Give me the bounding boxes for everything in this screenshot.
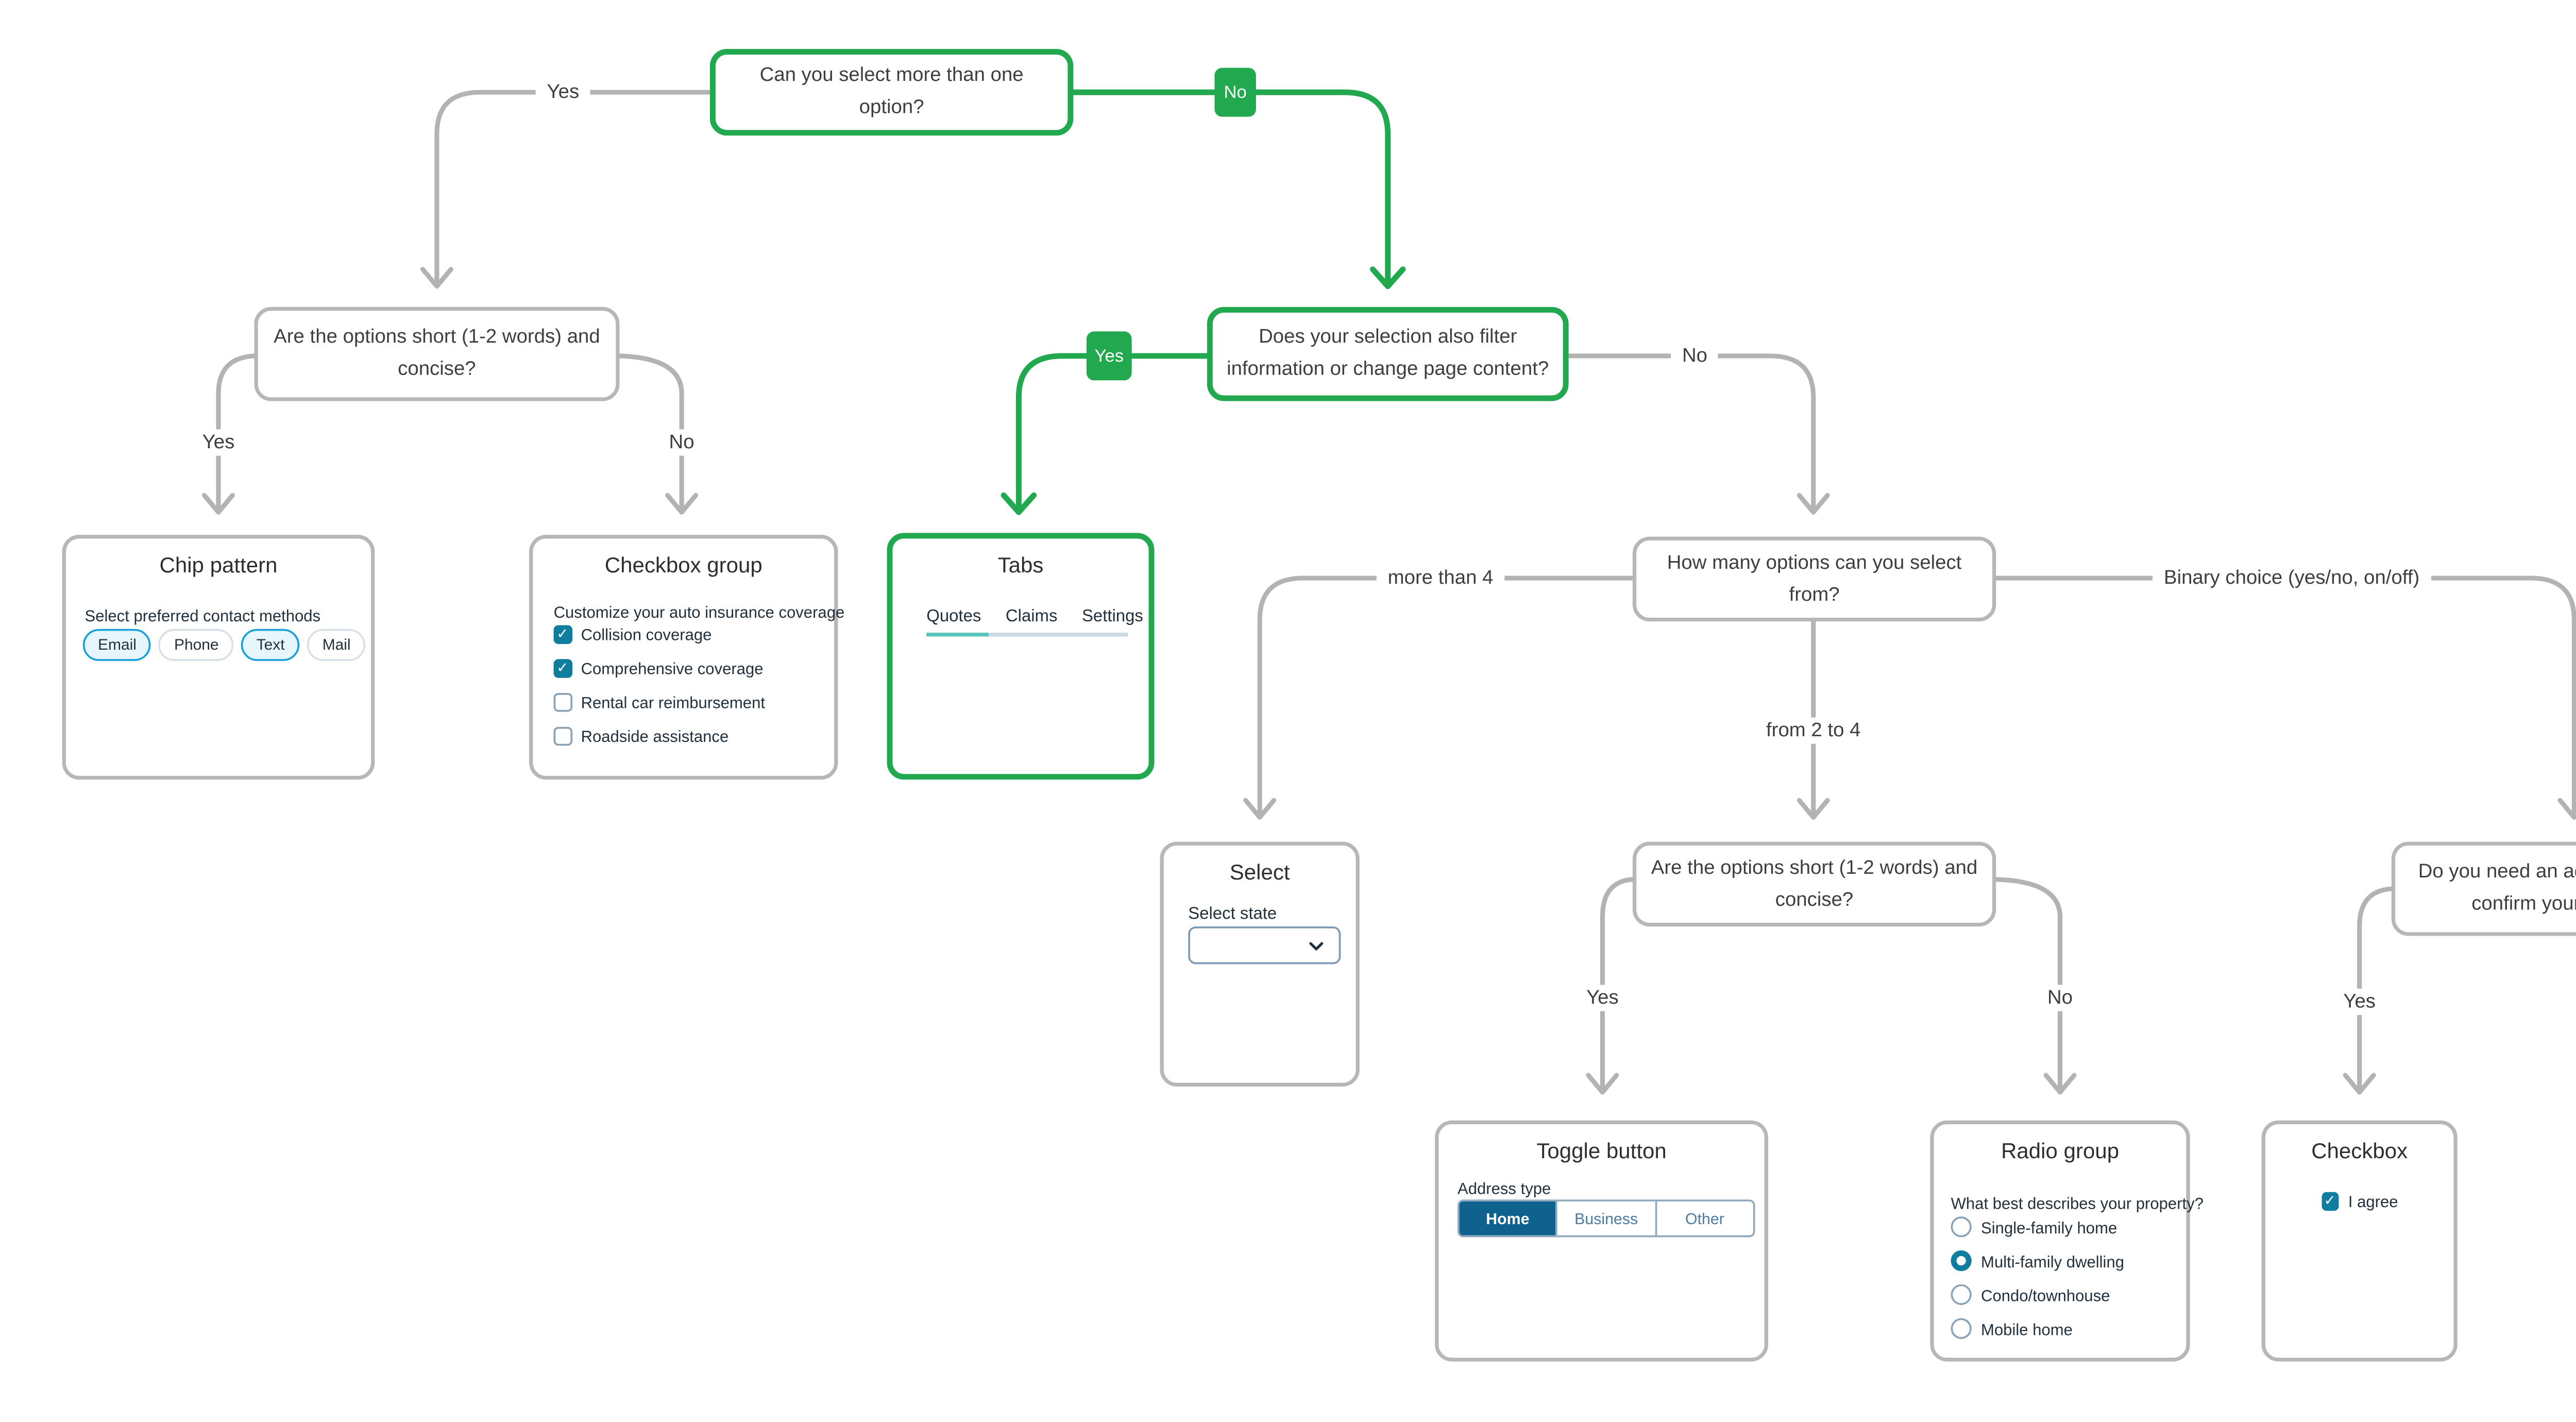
radio-selected-icon <box>1951 1250 1972 1272</box>
radio-unselected-icon <box>1951 1318 1972 1339</box>
card-title: Checkbox group <box>604 555 762 579</box>
tab-settings[interactable]: Settings <box>1081 606 1143 625</box>
checkbox-unchecked-icon <box>553 727 572 746</box>
checkbox-checked-icon: ✓ <box>553 659 572 678</box>
edge-label-no: No <box>657 429 706 456</box>
chip-email[interactable]: Email <box>82 629 152 661</box>
checkbox-unchecked-icon <box>553 693 572 712</box>
edge-top-no-selected <box>1070 89 1391 290</box>
checkbox-checked-icon: ✓ <box>553 625 572 644</box>
arrowhead-green <box>1370 266 1406 290</box>
chevron-down-icon <box>1309 942 1324 951</box>
edge-confirm-yes <box>2357 886 2394 1095</box>
tabs-divider <box>926 633 1128 636</box>
checkbox-collision[interactable]: ✓ Collision coverage <box>553 625 765 644</box>
arrowhead <box>1586 1073 1619 1095</box>
toggle-other[interactable]: Other <box>1654 1201 1753 1235</box>
checkbox-comprehensive[interactable]: ✓ Comprehensive coverage <box>553 659 765 678</box>
question-filter-content: Does your selection also filter informat… <box>1207 307 1569 401</box>
edge-label-no: No <box>2036 985 2084 1011</box>
edge-left-yes <box>216 353 257 515</box>
question-how-many: How many options can you select from? <box>1632 536 1996 622</box>
chip-group-label: Select preferred contact methods <box>84 606 321 625</box>
card-title: Chip pattern <box>159 555 278 579</box>
edge-label-yes: Yes <box>1575 985 1630 1011</box>
checkbox-checked-icon: ✓ <box>2320 1192 2339 1211</box>
edge-label-yes: Yes <box>191 429 246 456</box>
edge-more-than-4 <box>1257 575 1635 820</box>
question-confirm-action: Do you need an additional action to conf… <box>2391 841 2576 936</box>
edge-binary-choice <box>1993 575 2576 820</box>
toggle-group-label: Address type <box>1457 1179 1551 1198</box>
arrowhead <box>1797 798 1830 820</box>
checkbox-roadside[interactable]: Roadside assistance <box>553 727 765 746</box>
card-title: Radio group <box>2001 1141 2120 1164</box>
card-title: Checkbox <box>2311 1141 2408 1164</box>
tab-claims[interactable]: Claims <box>1005 606 1058 625</box>
card-checkbox: Checkbox ✓ I agree <box>2261 1120 2458 1362</box>
arrowhead <box>2557 798 2576 820</box>
card-title: Toggle button <box>1536 1141 1667 1164</box>
card-title: Tabs <box>997 555 1044 579</box>
toggle-business[interactable]: Business <box>1556 1201 1655 1235</box>
card-radio-group: Radio group What best describes your pro… <box>1930 1120 2204 1362</box>
toggle-button-group: Home Business Other <box>1457 1199 1755 1238</box>
question-short-options-mid: Are the options short (1-2 words) and co… <box>1632 841 1996 927</box>
badge-no-selected: No <box>1214 67 1256 117</box>
edge-mid-no <box>1993 877 2063 1095</box>
card-select: Select Select state <box>1160 841 1360 1087</box>
radio-single-family[interactable]: Single-family home <box>1951 1216 2124 1238</box>
arrowhead <box>420 267 453 289</box>
edge-filter-yes-selected <box>1015 353 1210 515</box>
card-tabs: Tabs Quotes Claims Settings <box>887 533 1155 780</box>
radio-mobile-home[interactable]: Mobile home <box>1951 1318 2124 1339</box>
edge-left-no <box>617 353 684 515</box>
arrowhead <box>2043 1073 2077 1095</box>
arrowhead-green <box>1001 492 1037 515</box>
card-chip-pattern: Chip pattern Select preferred contact me… <box>62 535 375 780</box>
radio-group-label: What best describes your property? <box>1951 1194 2204 1213</box>
tab-quotes[interactable]: Quotes <box>926 606 981 625</box>
card-checkbox-group: Checkbox group Customize your auto insur… <box>529 535 844 780</box>
tab-active-indicator <box>926 632 989 637</box>
chip-phone[interactable]: Phone <box>159 629 234 661</box>
badge-yes-selected: Yes <box>1086 331 1132 381</box>
arrowhead <box>2343 1073 2376 1095</box>
radio-condo[interactable]: Condo/townhouse <box>1951 1284 2124 1305</box>
card-toggle-button: Toggle button Address type Home Business… <box>1435 1120 1769 1362</box>
edge-filter-no <box>1566 353 1816 515</box>
select-label: Select state <box>1188 904 1277 923</box>
select-input[interactable] <box>1188 926 1341 964</box>
edge-label-from-2-to-4: from 2 to 4 <box>1755 717 1872 744</box>
edge-label-no: No <box>1671 343 1719 369</box>
radio-multi-family[interactable]: Multi-family dwelling <box>1951 1250 2124 1272</box>
edge-label-yes: Yes <box>2332 988 2387 1015</box>
arrowhead <box>665 493 699 515</box>
edge-mid-yes <box>1600 877 1635 1095</box>
arrowhead <box>1243 798 1277 820</box>
question-multi-select: Can you select more than one option? <box>709 49 1074 136</box>
radio-unselected-icon <box>1951 1216 1972 1238</box>
radio-unselected-icon <box>1951 1284 1972 1305</box>
edge-label-more-than-4: more than 4 <box>1376 565 1505 591</box>
arrowhead <box>201 493 235 515</box>
edge-label-binary-choice: Binary choice (yes/no, on/off) <box>2153 565 2431 591</box>
arrowhead <box>1797 493 1830 515</box>
chip-mail[interactable]: Mail <box>307 629 366 661</box>
chip-text[interactable]: Text <box>241 629 300 661</box>
checkbox-i-agree[interactable]: ✓ I agree <box>2265 1192 2454 1211</box>
question-short-options-left: Are the options short (1-2 words) and co… <box>254 307 620 401</box>
toggle-home[interactable]: Home <box>1459 1201 1556 1235</box>
card-title: Select <box>1229 862 1290 885</box>
edge-top-yes <box>434 90 713 289</box>
checkbox-group-label: Customize your auto insurance coverage <box>553 602 845 622</box>
checkbox-rental[interactable]: Rental car reimbursement <box>553 693 765 712</box>
edge-label-yes: Yes <box>535 79 591 106</box>
